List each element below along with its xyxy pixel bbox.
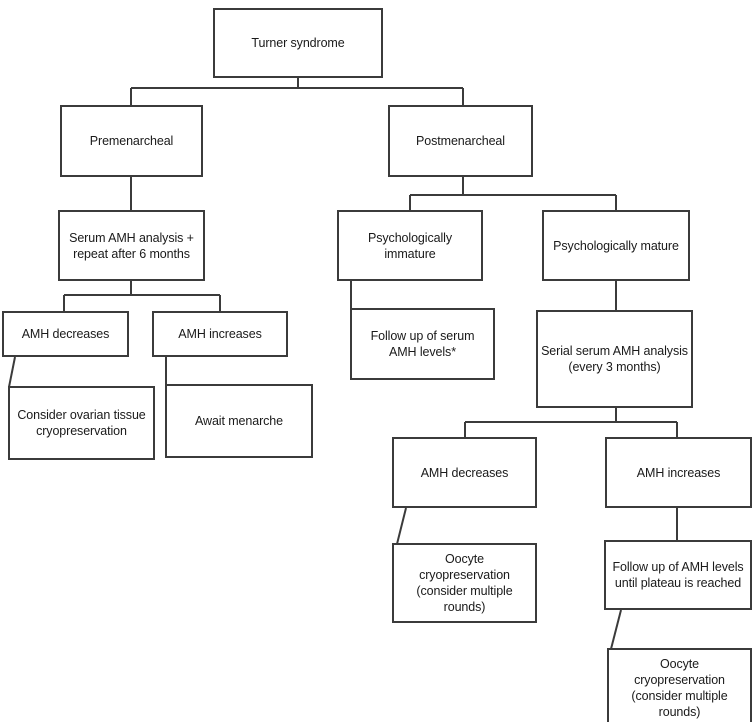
edge-amh-dec-right-to-oocyte [396, 507, 407, 545]
node-follow-up-amh-until-plateau[interactable]: Follow up of AMH levels until plateau is… [604, 540, 752, 610]
node-label: Await menarche [195, 414, 283, 428]
node-oocyte-cryopreservation-plateau[interactable]: Oocyte cryopreservation (consider multip… [607, 648, 752, 722]
node-serum-amh-analysis[interactable]: Serum AMH analysis + repeat after 6 mont… [58, 210, 205, 281]
node-label: Premenarcheal [89, 134, 174, 148]
node-amh-increases-premenarcheal[interactable]: AMH increases [152, 311, 288, 357]
node-label: Follow up of serum AMH levels* [370, 329, 475, 359]
node-label: Postmenarcheal [416, 134, 505, 148]
node-await-menarche[interactable]: Await menarche [165, 384, 313, 458]
node-consider-ovarian-tissue-cryopreservation[interactable]: Consider ovarian tissue cryopreservation [8, 386, 155, 460]
node-label: Psychologically immature [368, 230, 452, 261]
node-label: AMH decreases [420, 465, 509, 480]
node-label: AMH increases [636, 465, 721, 480]
node-turner-syndrome[interactable]: Turner syndrome [213, 8, 383, 78]
node-oocyte-cryopreservation-decreasing[interactable]: Oocyte cryopreservation (consider multip… [392, 543, 537, 623]
edge-amh-dec-left-to-ovarian [8, 356, 16, 388]
node-amh-increases-postmenarcheal[interactable]: AMH increases [605, 437, 752, 508]
node-label: Consider ovarian tissue cryopreservation [17, 408, 146, 438]
node-label: Turner syndrome [251, 36, 345, 50]
node-label: AMH increases [178, 327, 262, 341]
node-follow-up-serum-amh-levels[interactable]: Follow up of serum AMH levels* [350, 308, 495, 380]
node-label: Oocyte cryopreservation (consider multip… [416, 552, 513, 614]
node-amh-decreases-postmenarcheal[interactable]: AMH decreases [392, 437, 537, 508]
node-label: Serial serum AMH analysis (every 3 month… [541, 344, 688, 374]
node-premenarcheal[interactable]: Premenarcheal [60, 105, 203, 177]
node-postmenarcheal[interactable]: Postmenarcheal [388, 105, 533, 177]
node-label: Oocyte cryopreservation (consider multip… [631, 657, 728, 719]
node-psychologically-immature[interactable]: Psychologically immature [337, 210, 483, 281]
node-serial-serum-amh-analysis[interactable]: Serial serum AMH analysis (every 3 month… [536, 310, 693, 408]
node-psychologically-mature[interactable]: Psychologically mature [542, 210, 690, 281]
node-amh-decreases-premenarcheal[interactable]: AMH decreases [2, 311, 129, 357]
node-label: Psychologically mature [553, 238, 679, 253]
node-label: Follow up of AMH levels until plateau is… [612, 560, 744, 590]
edge-plateau-to-oocyte [610, 609, 622, 650]
node-label: Serum AMH analysis + repeat after 6 mont… [69, 230, 194, 261]
node-label: AMH decreases [21, 327, 110, 341]
